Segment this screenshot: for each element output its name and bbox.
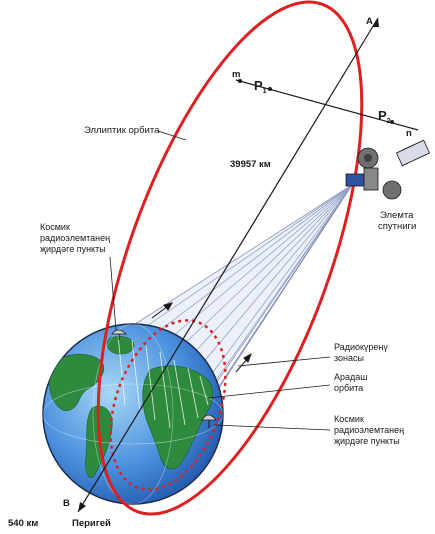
point-n-label: n	[406, 128, 412, 139]
ground-station-top-line-2: радиоэлемтанең	[40, 233, 110, 243]
apsidal-line	[77, 17, 379, 513]
continent-africa-europe	[142, 365, 214, 470]
point-b-label: В	[63, 498, 70, 509]
point-m-mark	[238, 79, 242, 83]
satellite-label-line-1: Элемта	[380, 210, 414, 221]
satellite-icon	[345, 139, 431, 200]
point-p1-letter: P	[254, 78, 263, 93]
radio-zone-line-2: зонасы	[334, 353, 364, 363]
radio-zone-line-1: Радиокүренү	[334, 342, 388, 352]
ground-station-bottom-label: Космик радиоэлемтанең җирдәге пункты	[334, 414, 407, 446]
ground-station-bottom-line-2: радиоэлемтанең	[334, 425, 404, 435]
point-a-label: А	[366, 16, 373, 27]
signal-arrows	[151, 302, 252, 373]
intermediate-orbit-label: Арадаш орбита	[334, 372, 370, 393]
continent-north-america	[48, 353, 105, 412]
radio-zone-label: Радиокүренү зонасы	[334, 342, 390, 363]
ground-coverage-hatch	[117, 334, 209, 429]
point-p1-label: P1	[254, 78, 267, 95]
point-p2-subscript: 2	[387, 118, 391, 125]
satellite-label: Элемта спутниги	[378, 210, 416, 232]
intermediate-orbit-line-2: орбита	[334, 383, 363, 393]
ground-station-top-icon	[111, 329, 127, 340]
perigee-distance-label: 540 км	[8, 518, 38, 529]
satellite-label-line-2: спутниги	[378, 221, 416, 232]
point-p2-label: P2	[378, 108, 391, 125]
continent-greenland	[106, 336, 135, 355]
ground-station-bottom-icon	[201, 414, 217, 428]
perigee-label: Перигей	[72, 518, 111, 529]
ground-station-bottom-line-1: Космик	[334, 414, 364, 424]
point-p1-mark	[268, 87, 272, 91]
apogee-arrow	[372, 18, 379, 27]
point-m-label: m	[232, 69, 240, 80]
perigee-arrow	[78, 502, 86, 512]
intermediate-orbit-path	[109, 319, 227, 491]
point-p2-letter: P	[378, 108, 387, 123]
point-p2-mark	[390, 120, 394, 124]
leader-lines	[109, 130, 331, 431]
ground-station-top-label: Космик радиоэлемтанең җирдәге пункты	[40, 222, 113, 254]
ground-station-top-line-1: Космик	[40, 222, 70, 232]
mn-line	[235, 79, 419, 131]
point-p1-subscript: 1	[263, 88, 267, 95]
earth	[42, 323, 224, 505]
apogee-distance-label: 39957 км	[230, 159, 271, 170]
elliptic-orbit-label: Эллиптик орбита	[84, 125, 160, 136]
elliptic-orbit-path	[96, 0, 364, 516]
radio-beams	[109, 184, 353, 431]
ground-station-top-line-3: җирдәге пункты	[40, 244, 106, 254]
intermediate-orbit-line-1: Арадаш	[334, 372, 368, 382]
ground-station-bottom-line-3: җирдәге пункты	[334, 436, 400, 446]
